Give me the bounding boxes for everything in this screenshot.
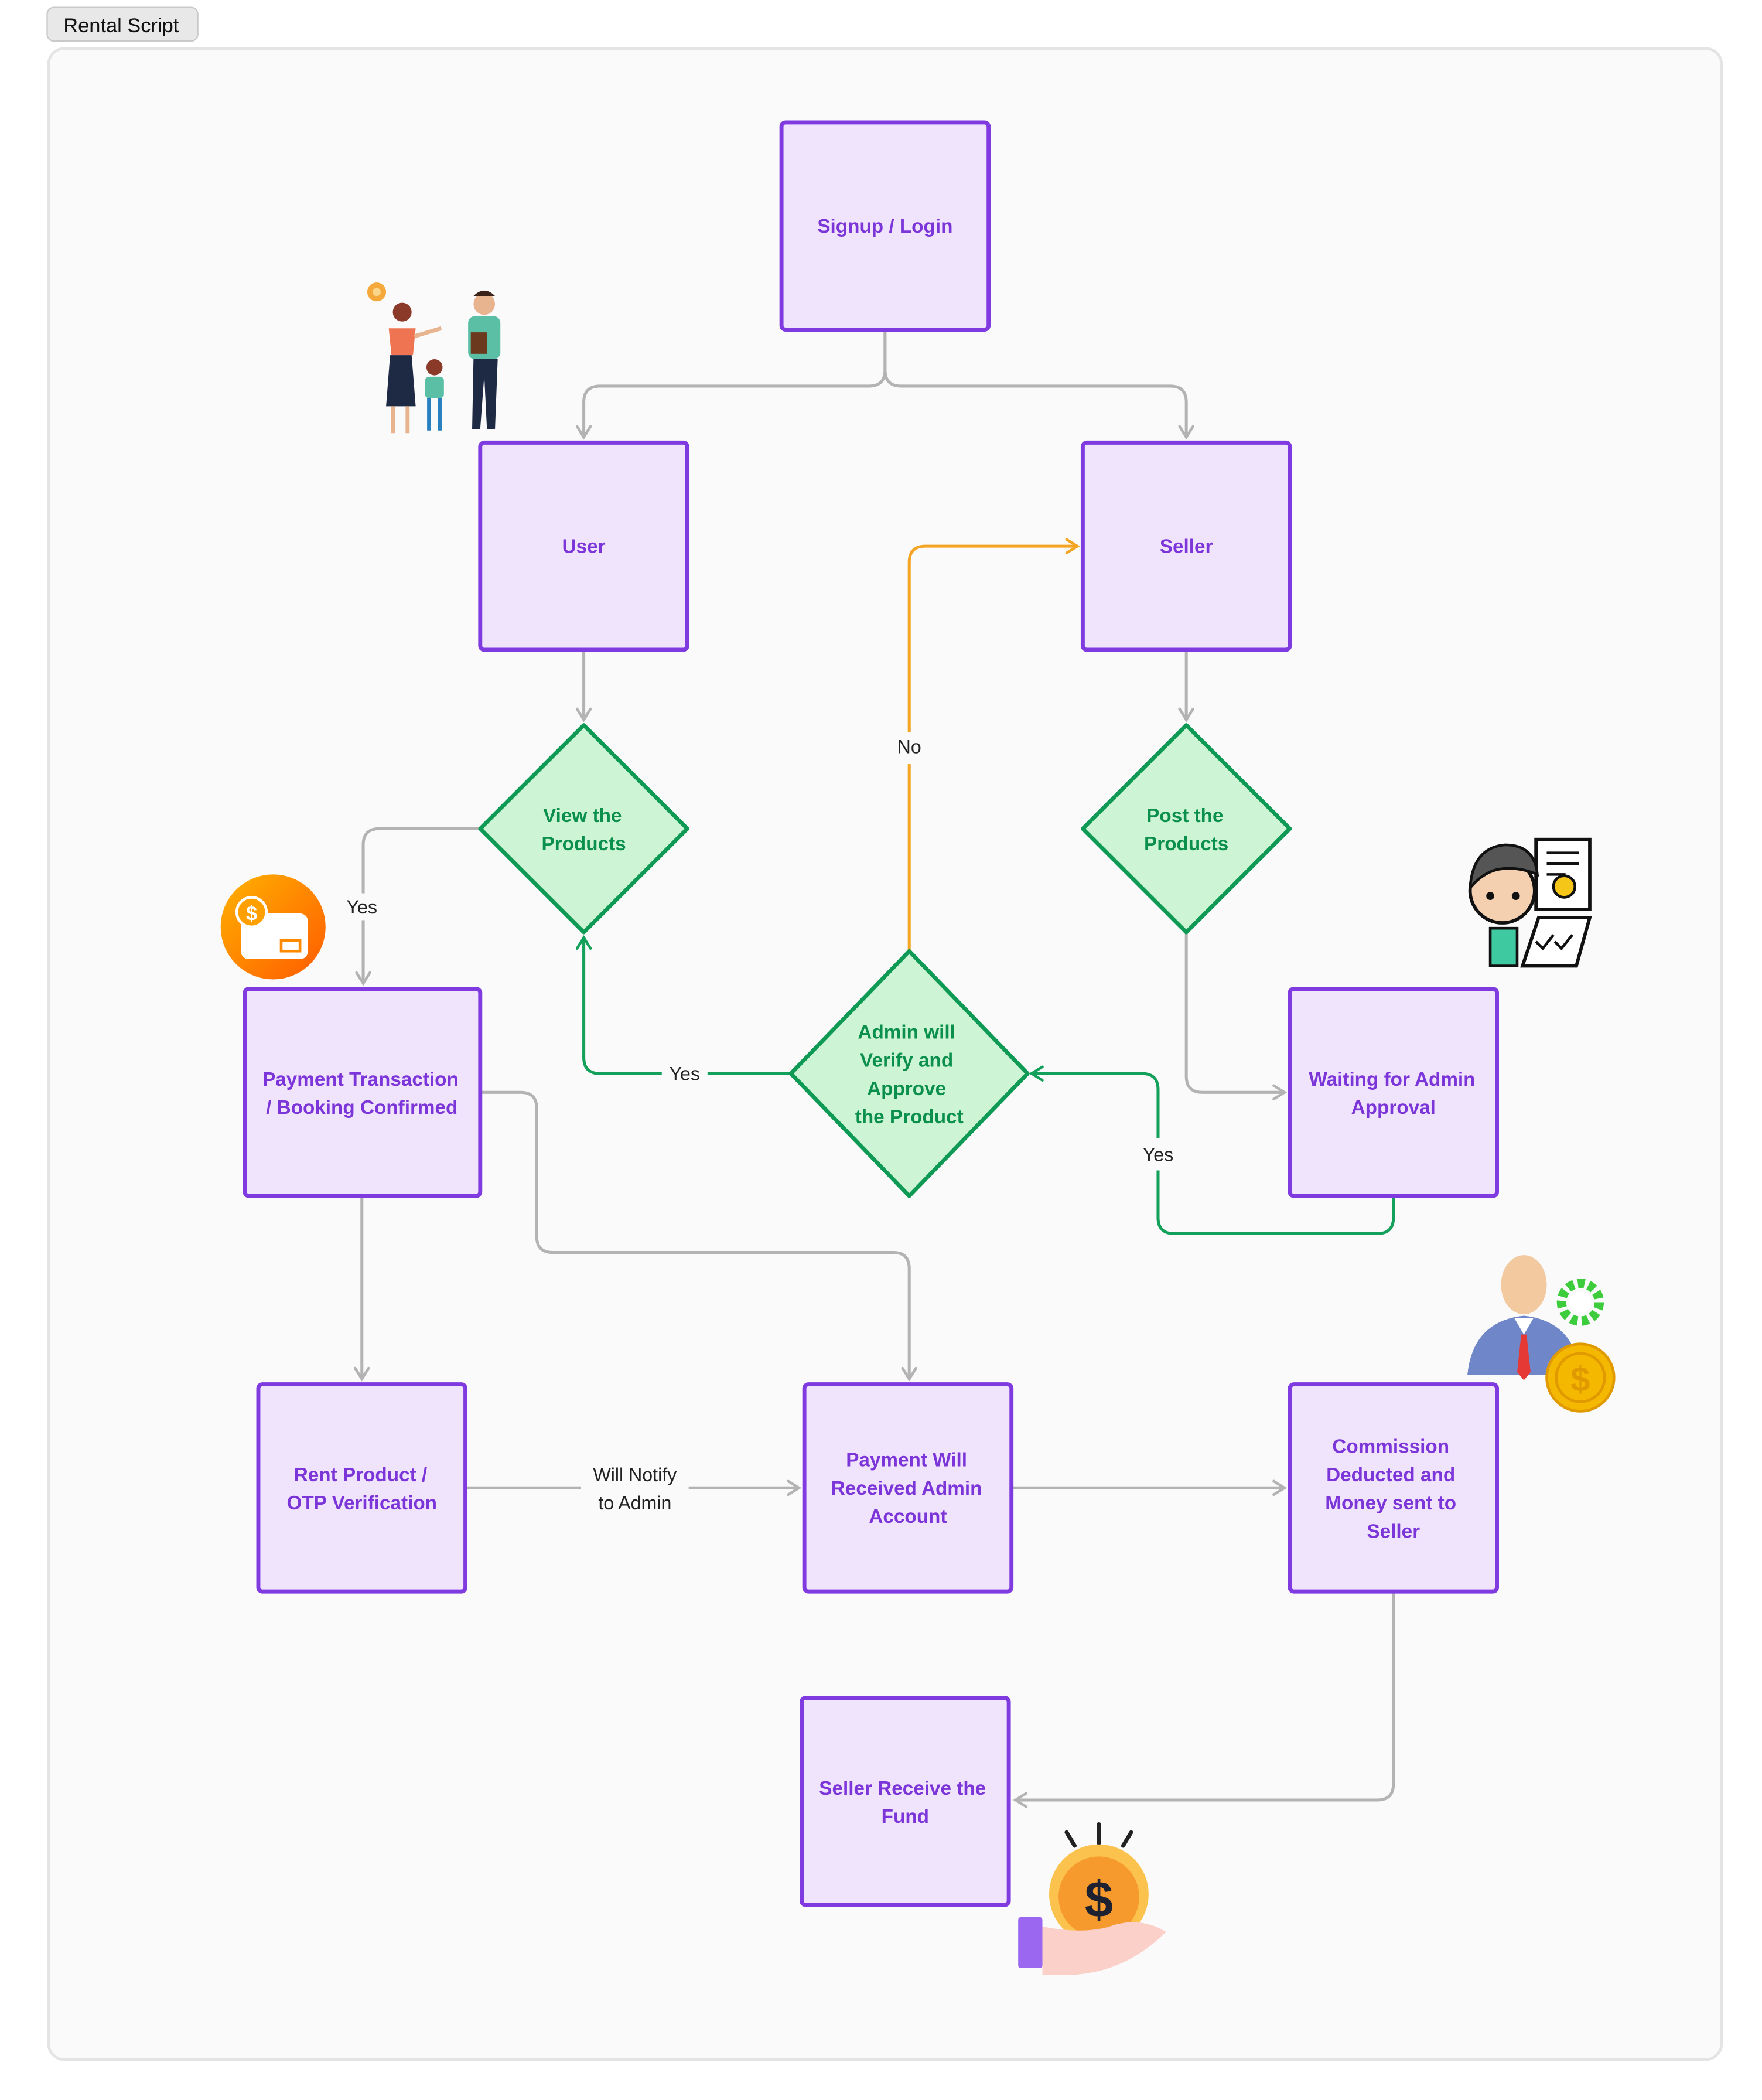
svg-text:Will Notify: Will Notify [593,1464,677,1485]
edge-admin-view [575,935,791,1075]
svg-text:Approve: Approve [867,1078,946,1100]
edge-label-admin-yes: Yes [661,1060,708,1088]
svg-text:$: $ [1570,1359,1590,1399]
title-text: Rental Script [63,15,179,37]
edge-label-admin-no: No [890,732,928,765]
svg-text:/ Booking Confirmed: / Booking Confirmed [266,1097,457,1119]
edge-view-payment [355,827,481,986]
node-signup-login[interactable]: Signup / Login [779,120,991,332]
edge-waiting-admin [1029,1065,1395,1235]
svg-text:Yes: Yes [1143,1144,1173,1165]
edge-signup-user [575,328,887,440]
svg-text:Signup / Login: Signup / Login [817,216,952,237]
node-payment-admin-account[interactable]: Payment Will Received Admin Account [802,1382,1014,1594]
svg-text:Seller Receive the: Seller Receive the [819,1778,986,1799]
svg-text:Money sent to: Money sent to [1325,1492,1456,1514]
edge-label-view-yes: Yes [342,893,385,921]
svg-text:to Admin: to Admin [598,1492,671,1513]
businessman-commission-icon: $ [1467,1255,1616,1413]
title-tab[interactable]: Rental Script [46,6,199,42]
node-seller[interactable]: Seller [1080,440,1292,652]
node-seller-fund[interactable]: Seller Receive the Fund [800,1696,1011,1907]
svg-text:Verify and: Verify and [860,1050,953,1072]
svg-text:No: No [897,737,921,758]
node-user[interactable]: User [478,440,689,652]
edge-payment-admin-account [479,1090,917,1382]
svg-text:Rent Product /: Rent Product / [294,1464,427,1486]
svg-text:$: $ [246,902,257,925]
node-waiting-approval[interactable]: Waiting for Admin Approval [1288,987,1499,1198]
svg-text:Commission: Commission [1332,1436,1449,1458]
svg-text:Yes: Yes [670,1063,700,1085]
node-payment-transaction[interactable]: Payment Transaction / Booking Confirmed [243,987,483,1198]
svg-text:User: User [562,536,606,558]
admin-verify-icon [1468,837,1592,968]
svg-text:Payment Will: Payment Will [846,1450,967,1471]
svg-text:Seller: Seller [1160,536,1213,558]
svg-text:Seller: Seller [1367,1521,1420,1542]
decision-admin-verify[interactable]: Admin will Verify and Approve the Produc… [788,949,1030,1198]
svg-text:Products: Products [541,833,626,855]
edge-admin-seller [907,538,1080,952]
svg-text:Approval: Approval [1351,1097,1436,1119]
svg-text:Products: Products [1144,833,1228,855]
family-illustration [367,282,501,434]
edge-post-waiting [1184,932,1288,1101]
node-rent-product[interactable]: Rent Product / OTP Verification [256,1382,467,1594]
svg-text:Post the: Post the [1146,805,1223,827]
edge-label-notify: Will Notify to Admin [581,1458,689,1518]
hand-coin-icon: $ [1018,1822,1166,1975]
svg-text:Fund: Fund [882,1806,929,1828]
edge-label-waiting-yes: Yes [1136,1138,1180,1171]
svg-text:Account: Account [869,1506,947,1528]
svg-text:Admin will: Admin will [858,1021,955,1043]
decision-post-products[interactable]: Post the Products [1080,723,1292,935]
svg-text:$: $ [1085,1871,1114,1928]
svg-text:Waiting for Admin: Waiting for Admin [1309,1069,1475,1090]
svg-text:OTP Verification: OTP Verification [287,1492,437,1514]
svg-text:Payment Transaction: Payment Transaction [262,1069,459,1090]
decision-view-products[interactable]: View the Products [478,723,689,935]
svg-text:Yes: Yes [347,896,377,918]
svg-text:View the: View the [543,805,622,827]
node-commission[interactable]: Commission Deducted and Money sent to Se… [1288,1382,1499,1594]
edge-commission-fund [1013,1590,1395,1808]
edge-signup-seller [883,328,1194,440]
svg-text:the Product: the Product [855,1106,964,1128]
payment-card-icon: $ [220,874,326,980]
svg-text:Received Admin: Received Admin [831,1478,982,1499]
svg-text:Deducted and: Deducted and [1326,1464,1455,1486]
